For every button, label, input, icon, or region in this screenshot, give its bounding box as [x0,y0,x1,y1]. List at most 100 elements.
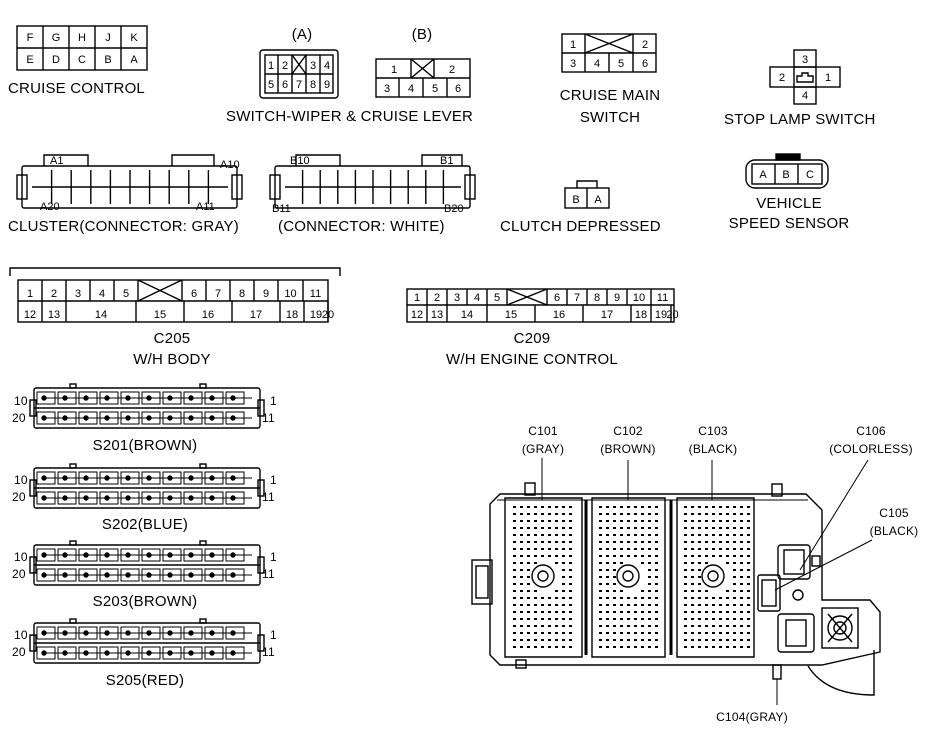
pcm-pin [620,506,623,508]
pcm-pin [599,576,602,578]
pcm-pin [726,506,729,508]
splice-dot [104,650,110,656]
pcm-pin [712,611,715,613]
pcm-pin [740,562,743,564]
pcm-pin [705,534,708,536]
pcm-pin [648,555,651,557]
pcm-pin [740,625,743,627]
pcm-pin [684,562,687,564]
pin-number: 6 [554,292,560,304]
pcm-pin [613,604,616,606]
pcm-pin [620,534,623,536]
pcm-pin [606,646,609,648]
pcm-pin [684,506,687,508]
splice-dot [167,552,173,558]
pcm-pin [712,548,715,550]
pcm-pin [747,604,750,606]
pcm-pin [613,555,616,557]
pcm-pin [606,555,609,557]
pcm-pin [719,520,722,522]
pcm-pin [655,569,658,571]
splice-cell [36,568,56,582]
pcm-pin [719,604,722,606]
pcm-pin [613,583,616,585]
pcm-pin [627,646,630,648]
pcm-pin [513,534,516,536]
splice-dot [83,650,89,656]
pcm-pin [562,569,565,571]
splice-cell [141,568,161,582]
pcm-pin [648,576,651,578]
pcm-pin [599,555,602,557]
pcm-pin [613,506,616,508]
pcm-pin [719,618,722,620]
pcm-pin [733,541,736,543]
splice-tab [199,540,207,546]
pcm-pin [747,527,750,529]
pcm-pin [562,527,565,529]
pcm-pin [733,562,736,564]
clutch-depressed-connector: B A [564,180,610,209]
splice-cell [141,548,161,562]
pcm-pin [733,590,736,592]
pcm-pin [698,562,701,564]
splice-dot [209,572,215,578]
pcm-pin [684,513,687,515]
pcm-pin [747,562,750,564]
splice-cell [225,626,245,640]
pcm-pin [740,520,743,522]
pcm-pin [541,555,544,557]
pcm-pin [634,541,637,543]
pcm-pin [634,520,637,522]
pcm-pin [655,576,658,578]
splice-cell [78,491,98,505]
splice-pin-label: 1 [270,628,277,642]
pcm-pin [747,590,750,592]
pcm-pin [641,520,644,522]
splice-cell [162,548,182,562]
pcm-pin [733,555,736,557]
splice-cell [225,491,245,505]
pcm-pin [733,506,736,508]
splice-dot [104,495,110,501]
pcm-pin [655,513,658,515]
pcm-pin [527,597,530,599]
pcm-pin [698,639,701,641]
pcm-pin [719,646,722,648]
pin-number: 5 [123,288,129,300]
pcm-pin [534,555,537,557]
pcm-pin [648,513,651,515]
pcm-pin [691,513,694,515]
splice-dot [83,630,89,636]
cruise-control-connector: F G H J K E D C B A [16,25,148,71]
pcm-pin [726,625,729,627]
pcm-pin [520,569,523,571]
splice-cell [57,411,77,425]
pcm-pin [534,625,537,627]
wiper-a-pin: 9 [324,79,330,91]
pcm-pin [648,618,651,620]
pcm-pin [726,548,729,550]
pcm-pin [527,625,530,627]
pcm-pin [569,639,572,641]
pcm-pin [655,562,658,564]
pcm-pin [562,646,565,648]
pin-number: 15 [505,309,517,321]
cluster-gray-connector [16,154,243,209]
pcm-pin [513,513,516,515]
pcm-pin [534,604,537,606]
splice-pin-label: 1 [270,394,277,408]
pin-number: 3 [454,292,460,304]
pcm-pin [648,611,651,613]
pcm-pin [740,583,743,585]
splice-dot [104,630,110,636]
pcm-pin [719,527,722,529]
pcm-pin [620,513,623,515]
pcm-pin [641,632,644,634]
splice-cell [120,626,140,640]
splice-pin-label: 20 [12,411,26,425]
cluster-pin-b20: B20 [444,203,464,215]
pcm-pin [719,555,722,557]
cruise-main-switch-connector: 1 2 3 4 5 6 [561,33,657,73]
splice-dot [230,572,236,578]
